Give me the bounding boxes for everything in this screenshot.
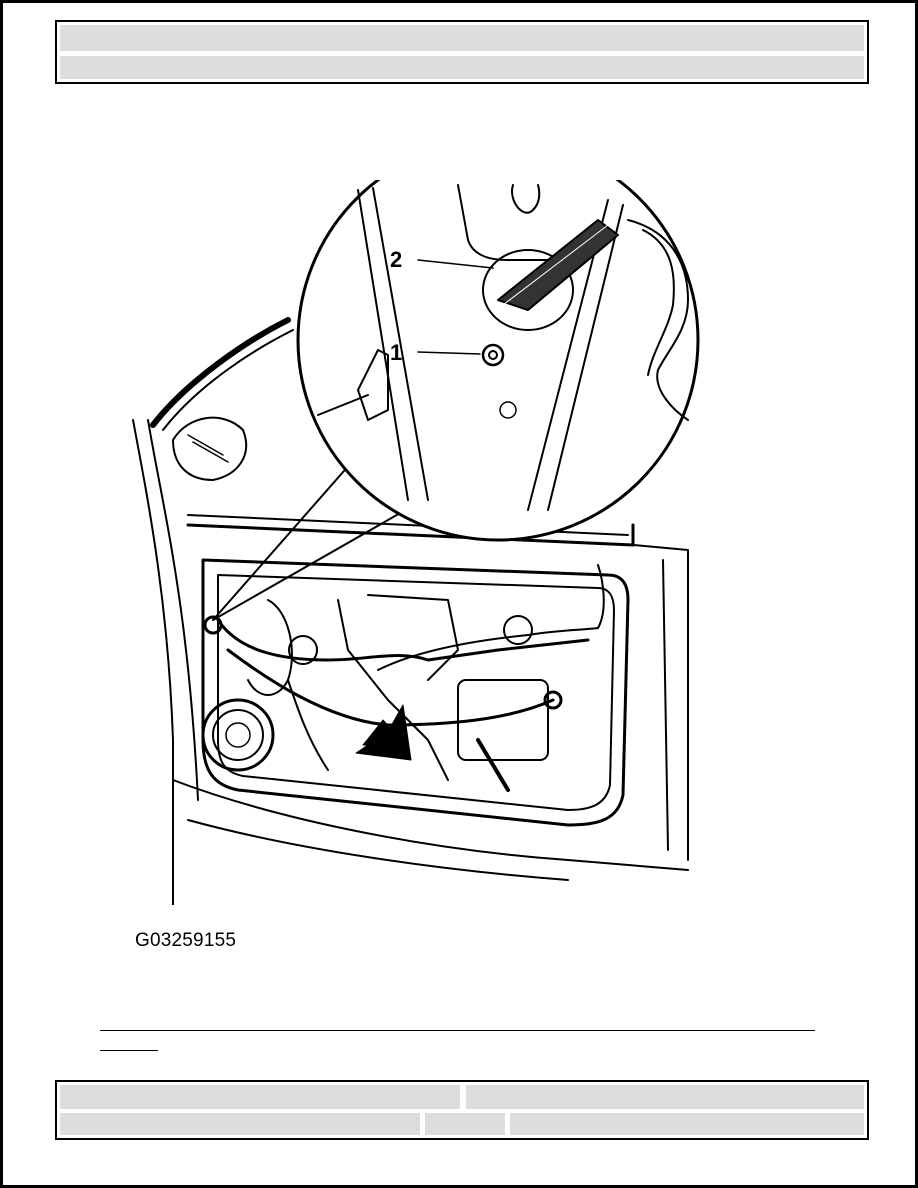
short-separator-rule — [100, 1050, 158, 1051]
figure-caption: G03259155 — [135, 930, 237, 951]
callout-1: 1 — [390, 340, 402, 365]
footer-right-bottom — [510, 1113, 864, 1135]
header-title-bar — [60, 25, 864, 51]
callout-2: 2 — [390, 247, 402, 272]
separator-rule — [100, 1030, 815, 1031]
header-subtitle-bar — [60, 56, 864, 79]
footer-right-top — [466, 1085, 864, 1109]
door-panel-illustration: 2 1 — [128, 138, 728, 906]
footer-middle-bottom — [425, 1113, 505, 1135]
document-footer — [55, 1080, 869, 1140]
footer-left-top — [60, 1085, 460, 1109]
footer-left-bottom — [60, 1113, 420, 1135]
document-header — [55, 20, 869, 84]
